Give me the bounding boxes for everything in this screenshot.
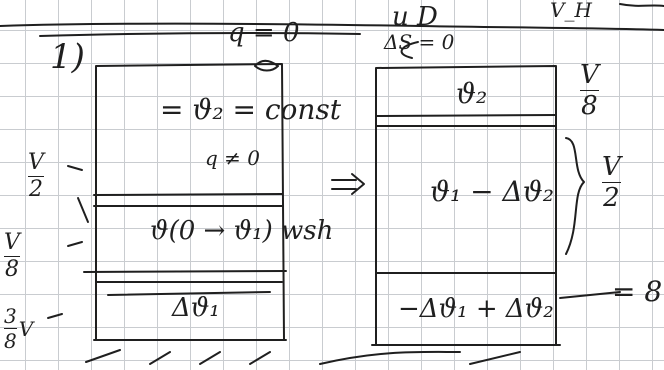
top-ud-sub: ΔS = 0 [384, 30, 455, 54]
top-d-mark [400, 41, 419, 59]
fraction-3-over-8: 3 8 [4, 306, 17, 351]
frac-bar [580, 90, 599, 91]
top-stroke [0, 22, 664, 31]
fraction-v-over-8-right: V 8 [580, 62, 599, 119]
bottom-strokes [85, 349, 521, 365]
tick-2 [67, 241, 83, 247]
frac-bar [28, 176, 44, 177]
equals-eight-right: = 8 [612, 275, 663, 308]
right-edge-line [559, 291, 621, 299]
frac-den: 2 [603, 183, 620, 213]
bracket-small [77, 197, 89, 223]
fraction-v-over-2-left: V 2 [28, 152, 44, 201]
frac-bar [4, 328, 17, 329]
fraction-v-over-8-left: V 8 [4, 232, 20, 281]
top-right-mark [619, 3, 664, 7]
arrow-head [351, 173, 365, 195]
right-container-outline [371, 65, 561, 346]
frac-den: 8 [4, 329, 17, 353]
top-stroke-2 [39, 31, 361, 37]
frac-bar [602, 182, 621, 183]
frac-bar [4, 256, 20, 257]
left-box-mid-text: q ≠ 0 [205, 146, 260, 170]
frac-den: 2 [28, 177, 43, 202]
problem-number: 1) [50, 37, 85, 77]
frac-num: 3 [4, 304, 17, 328]
left-inner-line [107, 291, 271, 296]
top-right-label: V_H [550, 0, 592, 22]
arrow-label: => [330, 170, 332, 171]
left-box-top-text: = ϑ₂ = const [160, 93, 342, 126]
fraction-3-over-8-v: 3 8 V [4, 306, 33, 351]
frac-num: V [28, 150, 44, 175]
left-box-bottom-text: Δϑ₁ [172, 293, 220, 323]
frac-num: V [4, 230, 20, 255]
right-brace [565, 137, 585, 255]
right-box-mid-text: ϑ₁ − Δϑ₂ [430, 175, 554, 208]
left-container-outline [93, 63, 287, 341]
tick-1 [67, 165, 83, 171]
frac-num: V [580, 60, 599, 90]
right-box-top-text: ϑ₂ [456, 77, 488, 110]
frac-num: V [602, 152, 621, 182]
tick-3 [47, 313, 63, 319]
top-ud-label: u D [392, 2, 438, 32]
frac-den: 8 [4, 257, 19, 282]
frac-tail: V [18, 316, 34, 341]
left-divider-3 [83, 270, 287, 273]
left-box-low-text: ϑ(0 → ϑ₁) wsh [150, 216, 334, 246]
top-q0-label: q = 0 [228, 18, 300, 48]
fraction-v-over-2-right: V 2 [602, 154, 621, 211]
left-divider-1 [93, 193, 283, 196]
right-divider-1 [375, 114, 557, 117]
right-box-bottom-text: −Δϑ₁ + Δϑ₂ [398, 294, 554, 324]
frac-den: 8 [581, 91, 598, 121]
piston-mark [254, 59, 279, 72]
